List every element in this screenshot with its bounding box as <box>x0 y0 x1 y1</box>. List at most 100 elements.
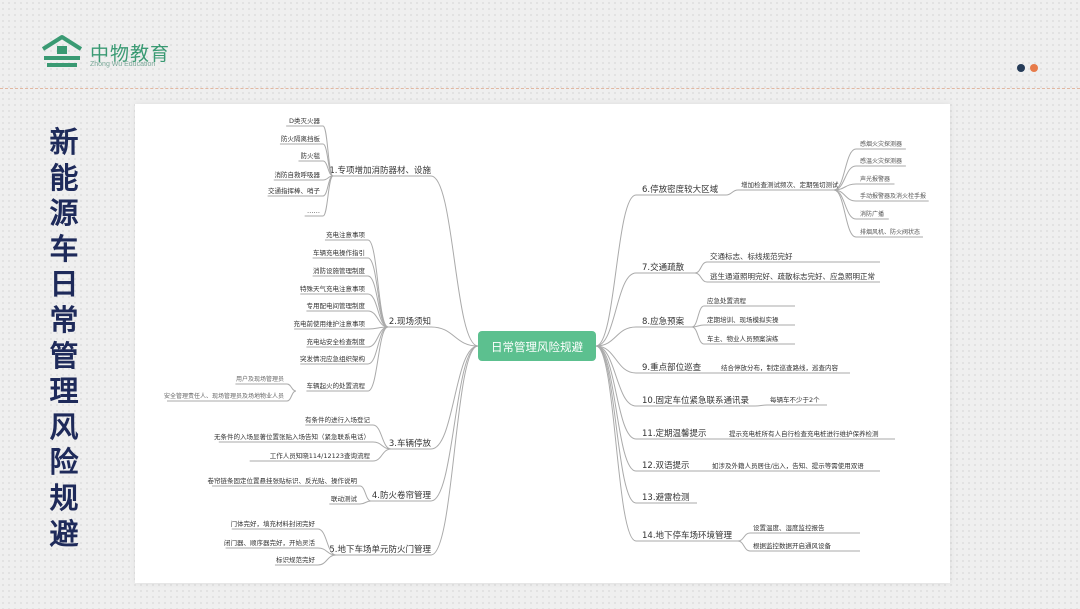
branch-connector <box>430 345 479 450</box>
branch-connector <box>430 326 479 347</box>
sub-leaf-connector <box>286 383 297 392</box>
leaf-connector <box>737 532 751 542</box>
branch-connector <box>595 345 637 504</box>
leaf-label: 逃生通道照明完好、疏散标志完好、应急照明正常 <box>710 271 875 281</box>
branch-connector <box>595 345 637 472</box>
title-char: 源 <box>49 196 79 231</box>
leaf-connector <box>317 554 337 566</box>
leaf-label: 应急处置流程 <box>707 296 747 305</box>
leaf-connector <box>372 448 392 462</box>
branch-connector <box>595 345 637 374</box>
leaf-label: 提示充电桩所有人自行检查充电桩进行维护保养检测 <box>729 429 879 438</box>
branch-label: 10.固定车位紧急联系通讯录 <box>642 395 750 406</box>
mindmap: 1.专项增加消防器材、设施D类灭火器防火隔离挡板防火毯消防自救呼吸器交通指挥棒、… <box>164 116 929 566</box>
title-char: 车 <box>49 231 79 266</box>
sub-leaf-connector <box>833 148 857 191</box>
sub-leaf-label: 手动报警器及消火栓手报 <box>860 192 926 200</box>
leaf-label: 车辆起火的处置流程 <box>307 381 366 390</box>
branch-connector <box>595 345 637 542</box>
branch-label: 9.重点部位巡查 <box>642 362 702 373</box>
leaf-connector <box>725 189 739 196</box>
sub-leaf-label: 感温火灾探测器 <box>860 157 902 165</box>
title-char: 避 <box>49 516 79 551</box>
branch-connector <box>430 345 479 502</box>
leaf-label: 消防设施管理制度 <box>313 266 366 275</box>
leaf-label: 如涉及外籍人员居住/出入，告知、提示等需使用双语 <box>712 461 864 470</box>
leaf-label: 车主、物业人员预案演练 <box>707 334 779 343</box>
leaf-label: 专用配电间管理制度 <box>307 301 366 310</box>
leaf-label: 增加检查测试频次、定期强切测试 <box>741 180 839 189</box>
leaf-connector <box>359 485 372 502</box>
branch-label: 7.交通疏散 <box>642 262 685 273</box>
branch-connector <box>430 175 479 347</box>
title-char: 管 <box>49 338 79 373</box>
leaf-label: 有条件的进行入场登记 <box>305 415 371 424</box>
leaf-connector <box>367 293 389 328</box>
leaf-label: 设置温度、湿度监控报告 <box>753 523 825 532</box>
branch-label: 2.现场须知 <box>389 316 431 327</box>
branch-connector <box>595 272 637 347</box>
branch-label: 11.定期温馨提示 <box>642 428 707 439</box>
title-char: 理 <box>49 374 79 409</box>
leaf-connector <box>367 275 389 328</box>
branch-label: 6.停放密度较大区域 <box>642 184 719 195</box>
leaf-label: 防火毯 <box>301 151 321 160</box>
leaf-label: 联动测试 <box>331 494 358 503</box>
leaf-label: 结合停放分布，制定巡查路线，巡查内容 <box>721 363 839 372</box>
leaf-connector <box>691 305 705 328</box>
branch-label: 1.专项增加消防器材、设施 <box>329 165 431 176</box>
leaf-label: 每辆车不少于2个 <box>770 395 820 404</box>
sub-leaf-connector <box>833 189 857 238</box>
orange-dot <box>1030 64 1038 72</box>
sub-leaf-label: 感烟火灾探测器 <box>860 140 902 148</box>
leaf-connector <box>754 404 768 407</box>
leaf-connector <box>372 424 392 450</box>
leaf-connector <box>694 261 708 274</box>
leaf-label: 车辆充电操作指引 <box>313 248 365 257</box>
center-node-label: 日常管理风险规避 <box>491 340 583 354</box>
branch-label: 13.避雷检测 <box>642 492 690 503</box>
leaf-label: 标识规范完好 <box>276 555 316 564</box>
header-divider <box>0 88 1080 89</box>
leaf-label: 充电站安全检查制度 <box>307 337 366 346</box>
title-char: 险 <box>49 445 79 480</box>
leaf-label: 定期培训、现场模拟实操 <box>707 315 779 324</box>
sub-leaf-label: 用户及现场管理员 <box>236 375 284 383</box>
leaf-connector <box>322 175 334 217</box>
title-char: 风 <box>49 409 79 444</box>
title-char: 常 <box>49 302 79 337</box>
branch-connector <box>430 345 479 556</box>
leaf-connector <box>359 500 372 505</box>
brand-subtitle: Zhong Wu Education <box>90 61 156 68</box>
leaf-label: 闭门器、顺序器完好，开始灵活 <box>224 538 316 547</box>
navy-dot <box>1017 64 1025 72</box>
sub-leaf-label: 排烟风机、防火阀状态 <box>860 228 920 236</box>
branch-label: 5.地下车场单元防火门管理 <box>329 544 431 555</box>
sub-leaf-connector <box>833 165 857 191</box>
leaf-label: 充电前使用维护注意事项 <box>294 319 366 328</box>
leaf-connector <box>694 272 708 283</box>
leaf-label: 防火隔离挡板 <box>281 134 321 143</box>
leaf-label: 消防自救呼吸器 <box>275 170 321 179</box>
leaf-label: 交通标志、标线规范完好 <box>710 251 793 261</box>
branch-connector <box>595 326 637 347</box>
title-char: 日 <box>49 267 79 302</box>
branch-label: 14.地下停车场环境管理 <box>642 530 733 541</box>
leaf-label: 根据监控数据开启通风设备 <box>753 541 832 550</box>
leaf-connector <box>737 540 751 552</box>
branch-connector <box>595 194 637 347</box>
branch-label: 4.防火卷帘管理 <box>372 490 432 501</box>
leaf-label: 无条件的入场显著位置张贴入场告知（紧急联系电话） <box>214 432 370 441</box>
leaf-label: 特殊天气充电注意事项 <box>300 284 366 293</box>
leaf-connector <box>367 310 389 328</box>
brand-name: 中物教育 <box>90 43 171 65</box>
leaf-label: 卷帘链条固定位置悬挂张贴标识、反光贴、操作说明 <box>208 476 358 485</box>
leaf-connector <box>691 326 705 345</box>
leaf-label: 工作人员知晓114/12123查询流程 <box>270 451 371 460</box>
branch-label: 3.车辆停放 <box>389 438 432 449</box>
leaf-label: 突发情况应急组织架构 <box>300 354 366 363</box>
sub-leaf-connector <box>286 390 297 402</box>
leaf-label: 交通指挥棒、哨子 <box>268 186 321 195</box>
house-logo-icon <box>41 35 83 67</box>
